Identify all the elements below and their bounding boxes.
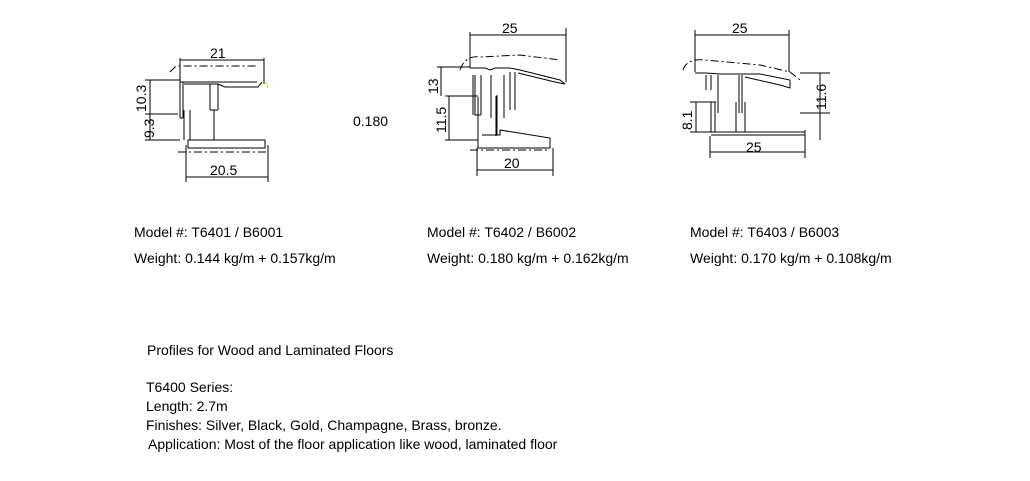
description-title: Profiles for Wood and Laminated Floors: [147, 342, 394, 358]
drawing-t6401: 21 10.3 9.3 20.5: [133, 45, 269, 182]
length: Length: 2.7m: [146, 398, 228, 414]
dim-label: 21: [210, 45, 226, 61]
dim-label: 10.3: [133, 85, 149, 112]
dim-label: 8.1: [679, 110, 695, 130]
dim-label: 9.3: [141, 118, 157, 138]
dim-label: 11.5: [433, 107, 449, 133]
dim-label: 13: [425, 78, 441, 94]
dim-label: 25: [502, 20, 518, 36]
dim-label: 11.6: [813, 84, 829, 110]
model-number: Model #: T6403 / B6003: [690, 224, 840, 240]
drawing-t6402: 25 13 11.5 20: [425, 20, 567, 176]
model-number: Model #: T6401 / B6001: [134, 224, 284, 240]
dim-label: 20.5: [210, 162, 237, 178]
finishes: Finishes: Silver, Black, Gold, Champagne…: [146, 417, 502, 433]
application: Application: Most of the floor applicati…: [148, 436, 558, 452]
weight: Weight: 0.144 kg/m + 0.157kg/m: [134, 250, 336, 266]
series: T6400 Series:: [146, 379, 234, 395]
dim-label: 25: [746, 139, 762, 155]
dim-label: 20: [504, 155, 520, 171]
floating-label: 0.180: [353, 113, 389, 129]
drawing-t6403: 25 8.1 11.6 25: [679, 20, 830, 158]
weight: Weight: 0.180 kg/m + 0.162kg/m: [427, 250, 629, 266]
model-number: Model #: T6402 / B6002: [427, 224, 577, 240]
weight: Weight: 0.170 kg/m + 0.108kg/m: [690, 250, 892, 266]
dim-label: 25: [732, 20, 748, 36]
